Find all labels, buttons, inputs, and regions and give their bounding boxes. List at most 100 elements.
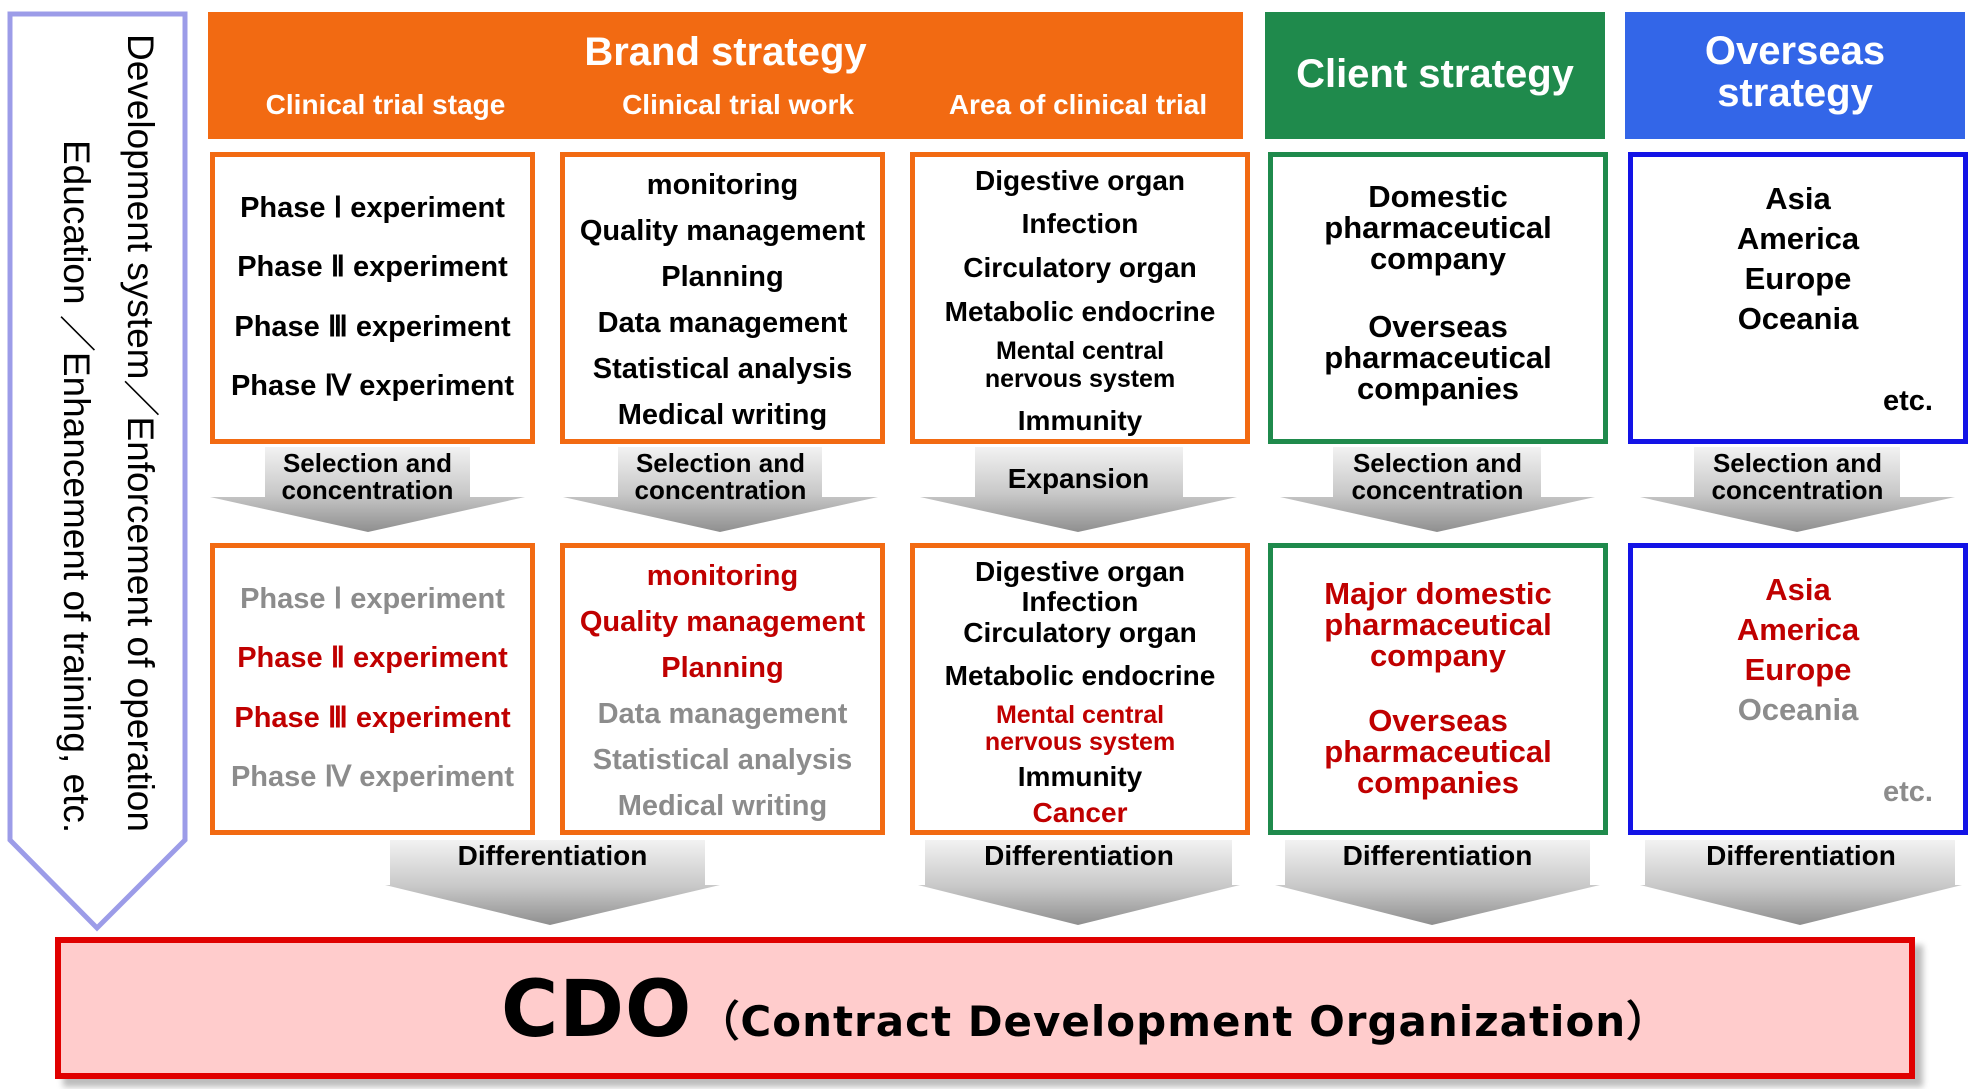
area-item: Mental central: [995, 337, 1165, 365]
top-box-work: monitoring Quality management Planning D…: [560, 152, 885, 444]
differentiation-label: Differentiation: [1706, 840, 1896, 871]
area-item: Infection: [1021, 208, 1139, 239]
bottom-arrow-area: [918, 840, 1240, 925]
differentiation-label: Differentiation: [984, 840, 1174, 871]
stage-item: Phase Ⅰ experiment: [240, 583, 505, 615]
top-box-overseas: Asia America Europe Oceania etc.: [1628, 152, 1968, 444]
cdo-abbr: CDO: [501, 965, 693, 1055]
client-item: Domestic: [1368, 179, 1508, 214]
overseas-item: Oceania: [1737, 301, 1859, 336]
bottom-box-area: Digestive organ Infection Circulatory or…: [910, 543, 1250, 835]
stage-item: Phase Ⅱ experiment: [237, 251, 508, 283]
differentiation-label: Differentiation: [457, 840, 648, 871]
stage-item: Phase Ⅱ experiment: [237, 642, 508, 674]
client-strategy-header: Client strategy: [1265, 12, 1605, 139]
work-item: Data management: [597, 698, 848, 730]
area-item: Infection: [1021, 586, 1139, 617]
mid-arrow-area: [920, 447, 1237, 532]
bottom-box-work: monitoring Quality management Planning D…: [560, 543, 885, 835]
stage-item: Phase Ⅳ experiment: [230, 761, 515, 793]
mid-arrow-work: [563, 447, 878, 532]
client-item: company: [1369, 638, 1507, 673]
top-box-client: Domestic pharmaceutical company Overseas…: [1268, 152, 1608, 444]
brand-strategy-title: Brand strategy: [584, 30, 867, 74]
cdo-banner: CDO （Contract Development Organization）: [55, 937, 1915, 1079]
top-box-area: Digestive organ Infection Circulatory or…: [910, 152, 1250, 444]
client-item: companies: [1357, 371, 1519, 406]
client-item: companies: [1357, 765, 1519, 800]
client-item: pharmaceutical: [1324, 607, 1552, 642]
overseas-item: Asia: [1765, 181, 1831, 216]
mid-arrow-overseas: [1640, 447, 1955, 532]
work-item: monitoring: [646, 169, 799, 201]
area-item: Digestive organ: [974, 165, 1186, 196]
work-item: Data management: [597, 307, 848, 339]
overseas-item: Asia: [1765, 572, 1831, 607]
work-item: Quality management: [579, 215, 866, 247]
bottom-arrow-brand: [385, 840, 720, 925]
area-item: Circulatory organ: [963, 617, 1197, 648]
overseas-item: Europe: [1744, 652, 1852, 687]
client-item: pharmaceutical: [1324, 734, 1552, 769]
overseas-strategy-title-1: Overseas: [1704, 29, 1886, 73]
bottom-arrow-overseas: [1640, 840, 1962, 925]
selection-line2: concentration: [1711, 475, 1884, 505]
bottom-arrow-client: [1275, 840, 1600, 925]
work-item: Statistical analysis: [592, 353, 853, 385]
work-item: Planning: [661, 652, 784, 684]
mid-arrow-stage: [210, 447, 525, 532]
overseas-item: America: [1736, 221, 1860, 256]
overseas-item: Europe: [1744, 261, 1852, 296]
area-item: Immunity: [1017, 405, 1143, 436]
area-item: nervous system: [984, 728, 1176, 756]
cdo-text: CDO （Contract Development Organization）: [501, 965, 1669, 1055]
overseas-strategy-header: Overseas strategy: [1625, 12, 1965, 139]
area-item: Circulatory organ: [963, 252, 1197, 283]
brand-sub-stage: Clinical trial stage: [265, 89, 506, 120]
area-item: Metabolic endocrine: [944, 296, 1216, 327]
area-item: Immunity: [1017, 761, 1143, 792]
client-item: pharmaceutical: [1324, 210, 1552, 245]
differentiation-label: Differentiation: [1342, 840, 1533, 871]
selection-line2: concentration: [634, 475, 807, 505]
area-item: Metabolic endocrine: [944, 660, 1216, 691]
bottom-box-client: Major domestic pharmaceutical company Ov…: [1268, 543, 1608, 835]
overseas-strategy-title-2: strategy: [1717, 71, 1873, 115]
client-item: pharmaceutical: [1324, 340, 1552, 375]
work-item: Planning: [661, 261, 784, 293]
selection-line1: Selection and: [282, 448, 453, 478]
client-item: Major domestic: [1324, 576, 1552, 611]
bottom-box-overseas: Asia America Europe Oceania etc.: [1628, 543, 1968, 835]
selection-line1: Selection and: [1712, 448, 1883, 478]
bottom-box-stage: Phase Ⅰ experiment Phase Ⅱ experiment Ph…: [210, 543, 535, 835]
mid-arrow-client: [1280, 447, 1595, 532]
area-item: nervous system: [984, 365, 1176, 393]
stage-item: Phase Ⅲ experiment: [234, 702, 511, 734]
selection-line1: Selection and: [1352, 448, 1523, 478]
brand-sub-area: Area of clinical trial: [948, 89, 1208, 120]
work-item: Statistical analysis: [592, 744, 853, 776]
work-item: Medical writing: [617, 790, 828, 822]
stage-item: Phase Ⅰ experiment: [240, 192, 505, 224]
overseas-item: etc.: [1883, 385, 1933, 417]
stage-item: Phase Ⅳ experiment: [230, 370, 515, 402]
client-item: Overseas: [1368, 703, 1508, 738]
selection-line1: Selection and: [635, 448, 806, 478]
top-box-stage: Phase Ⅰ experiment Phase Ⅱ experiment Ph…: [210, 152, 535, 444]
brand-strategy-header: Brand strategy Clinical trial stage Clin…: [208, 12, 1243, 139]
cdo-full: （Contract Development Organization）: [697, 997, 1670, 1046]
overseas-item: etc.: [1883, 776, 1933, 808]
client-item: Overseas: [1368, 309, 1508, 344]
selection-line2: concentration: [281, 475, 454, 505]
area-item: Cancer: [1032, 797, 1128, 828]
expansion-label: Expansion: [1007, 463, 1150, 494]
overseas-item: America: [1736, 612, 1860, 647]
stage-item: Phase Ⅲ experiment: [234, 311, 511, 343]
work-item: monitoring: [646, 560, 799, 592]
selection-line2: concentration: [1351, 475, 1524, 505]
work-item: Quality management: [579, 606, 866, 638]
overseas-item: Oceania: [1737, 692, 1859, 727]
client-strategy-title: Client strategy: [1296, 52, 1574, 96]
